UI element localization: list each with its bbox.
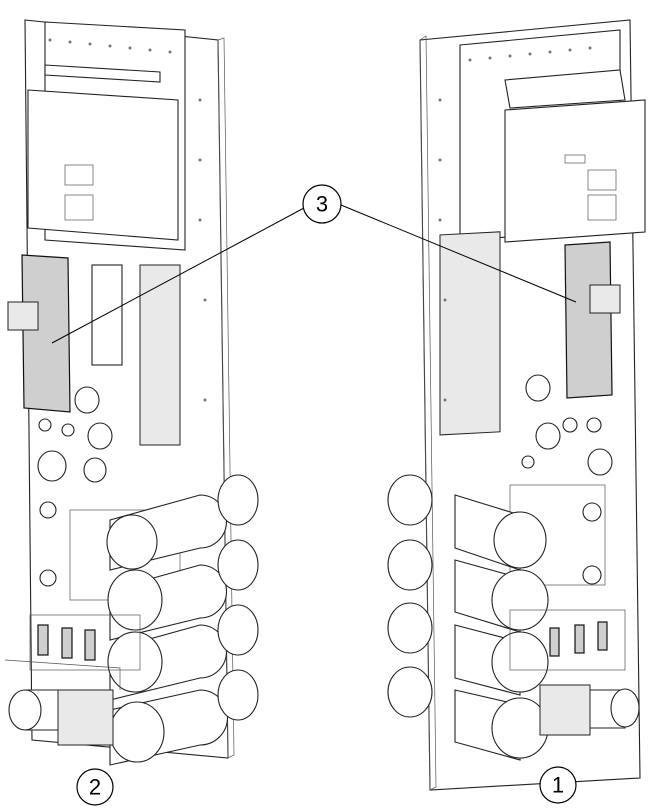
leader-line-right <box>340 204 577 303</box>
callout-1: 1 <box>539 766 577 804</box>
left-connector-module <box>21 254 71 413</box>
right-panel-assembly <box>387 19 646 791</box>
callout-2-label: 2 <box>89 775 101 800</box>
right-connector-module <box>564 241 613 399</box>
right-top-module <box>504 99 646 243</box>
callout-2: 2 <box>76 768 114 806</box>
fastener-dots <box>48 38 592 402</box>
left-cylinders <box>8 474 259 766</box>
callout-3: 3 <box>302 184 342 224</box>
callout-1-label: 1 <box>552 773 564 798</box>
right-cylinders <box>387 474 640 761</box>
left-top-module <box>27 89 179 241</box>
leader-line-left <box>51 207 305 344</box>
left-panel-assembly <box>4 19 259 766</box>
callout-3-label: 3 <box>316 192 328 217</box>
